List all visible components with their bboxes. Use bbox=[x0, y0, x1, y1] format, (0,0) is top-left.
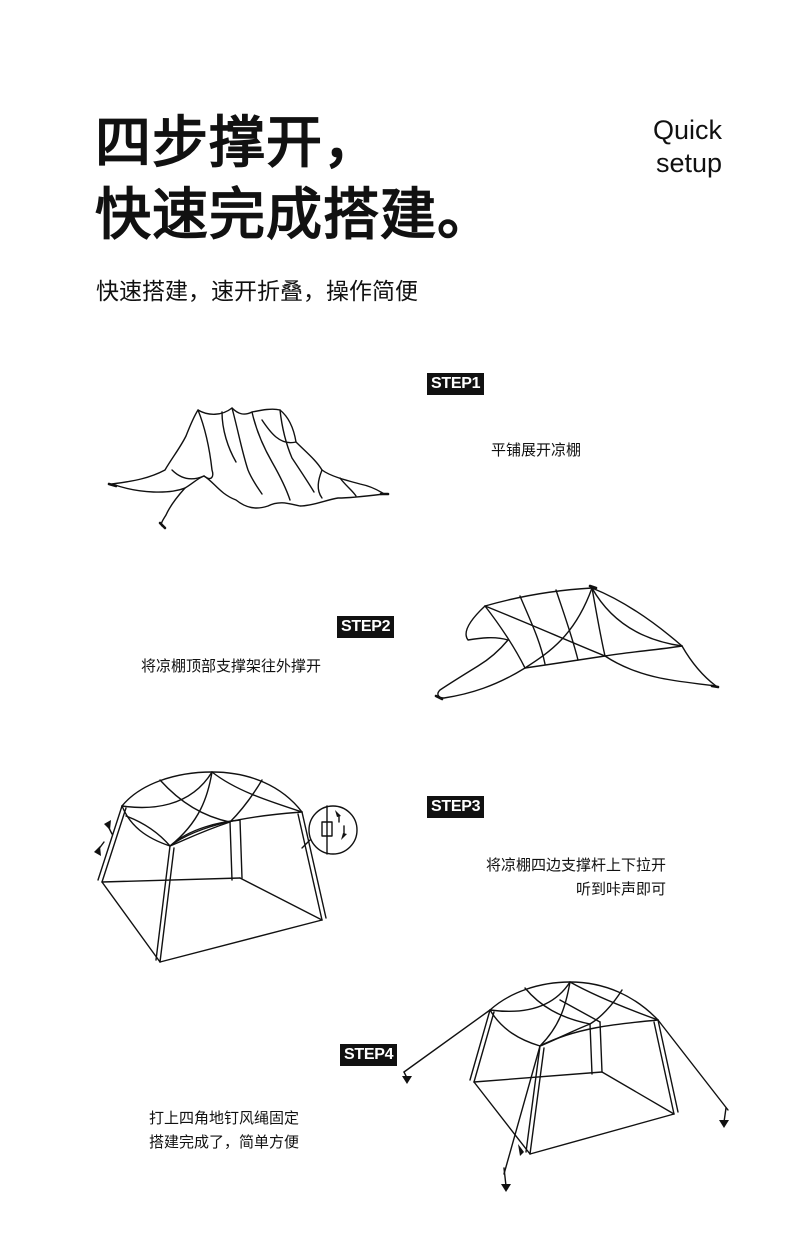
subtitle: 快速搭建，速开折叠，操作简便 bbox=[96, 279, 418, 305]
step4-text: 打上四角地钉风绳固定 搭建完成了，简单方便 bbox=[149, 1106, 299, 1154]
step1-flat-canopy-illustration bbox=[107, 407, 390, 530]
quick-setup-line-1: Quick bbox=[652, 115, 722, 145]
step1-text-line-1: 平铺展开凉棚 bbox=[491, 441, 582, 459]
step2-text-line-1: 将凉棚顶部支撑架往外撑开 bbox=[141, 657, 322, 675]
step4-finished-gazebo-illustration bbox=[402, 981, 729, 1192]
step3-text-line-2: 听到咔声即可 bbox=[575, 880, 666, 898]
step4-badge: STEP4 bbox=[340, 1044, 398, 1066]
quick-setup-line-2: setup bbox=[655, 148, 722, 178]
step2-text: 将凉棚顶部支撑架往外撑开 bbox=[141, 654, 321, 678]
quick-setup-label: Quick setup bbox=[653, 114, 722, 180]
step1-badge: STEP1 bbox=[427, 373, 485, 395]
step3-text-line-1: 将凉棚四边支撑杆上下拉开 bbox=[485, 856, 666, 874]
step4-text-line-1: 打上四角地钉风绳固定 bbox=[149, 1109, 300, 1127]
headline-line-1: 四步撑开， bbox=[95, 111, 380, 176]
step4-text-line-2: 搭建完成了，简单方便 bbox=[149, 1133, 300, 1151]
step3-text: 将凉棚四边支撑杆上下拉开 听到咔声即可 bbox=[486, 853, 666, 901]
step1-text: 平铺展开凉棚 bbox=[491, 438, 581, 462]
step2-roof-open-illustration bbox=[434, 584, 720, 701]
step2-badge: STEP2 bbox=[337, 616, 395, 638]
headline: 四步撑开， 快速完成搭建。 bbox=[95, 108, 494, 252]
step3-frame-illustration bbox=[94, 771, 358, 963]
step3-badge: STEP3 bbox=[427, 796, 485, 818]
headline-line-2: 快速完成搭建。 bbox=[95, 183, 494, 248]
